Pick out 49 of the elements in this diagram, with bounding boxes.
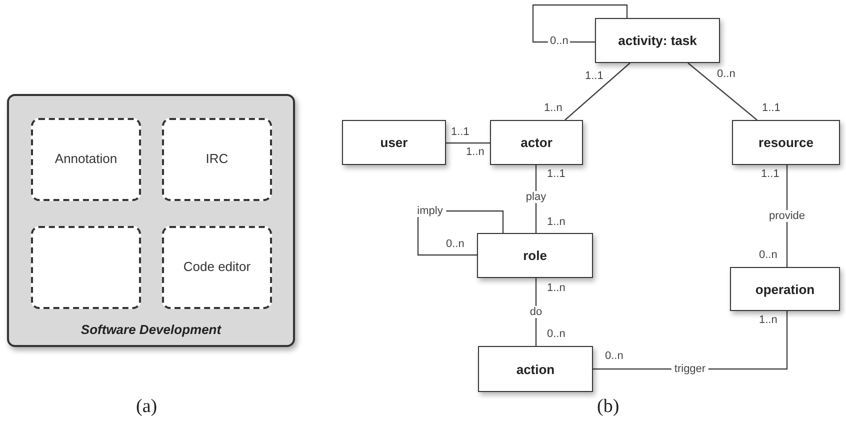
dashed-box	[162, 118, 272, 201]
component-name: Annotation	[54, 151, 118, 168]
connector-line	[532, 4, 628, 43]
multiplicity-label: 1..1	[760, 168, 780, 180]
multiplicity-label: 1..n	[543, 102, 564, 114]
connector-line	[535, 278, 537, 346]
component-name: Code editor	[182, 259, 252, 276]
entity-box	[595, 18, 720, 63]
edge-label: trigger	[671, 363, 709, 375]
dashed-box	[31, 118, 141, 201]
entity-box	[490, 120, 583, 165]
multiplicity-label: 1..n	[546, 216, 566, 228]
entity-box	[730, 267, 840, 311]
entity-box	[477, 233, 593, 278]
multiplicity-label: 0..n	[445, 238, 466, 250]
multiplicity-label: 1..1	[546, 168, 566, 180]
entity-name: resource	[758, 135, 814, 150]
edge-label: imply	[414, 205, 446, 217]
connector-line	[786, 165, 788, 267]
dashed-box	[162, 226, 272, 309]
group-frame	[7, 94, 295, 347]
connector-line	[564, 62, 630, 120]
panel-label: (a)	[136, 396, 158, 418]
entity-name: actor	[520, 135, 552, 150]
entity-name: activity: task	[618, 33, 697, 48]
group-title: Software Development	[80, 322, 222, 337]
multiplicity-label: 1..n	[546, 282, 566, 294]
multiplicity-label: 1..1	[584, 70, 604, 82]
component-name: IRC	[204, 151, 230, 168]
multiplicity-label: 1..1	[450, 126, 470, 138]
entity-name: operation	[755, 282, 815, 296]
connector-line	[688, 62, 758, 120]
multiplicity-label: 1..n	[465, 146, 486, 158]
entity-box	[342, 120, 446, 165]
multiplicity-label: 0..n	[546, 328, 566, 340]
connector-line	[446, 142, 490, 144]
multiplicity-label: 0..n	[758, 249, 778, 261]
multiplicity-label: 0..n	[604, 350, 624, 362]
panel-label: (b)	[597, 396, 620, 418]
multiplicity-label: 1..n	[758, 314, 778, 326]
entity-name: role	[523, 248, 547, 263]
entity-box	[478, 346, 593, 392]
entity-name: action	[516, 362, 555, 376]
entity-name: user	[380, 135, 408, 150]
dashed-box	[31, 226, 141, 309]
multiplicity-label: 1..1	[761, 102, 782, 114]
multiplicity-label: 0..n	[716, 68, 736, 80]
multiplicity-label: 0..n	[548, 35, 570, 47]
entity-box	[732, 120, 840, 165]
